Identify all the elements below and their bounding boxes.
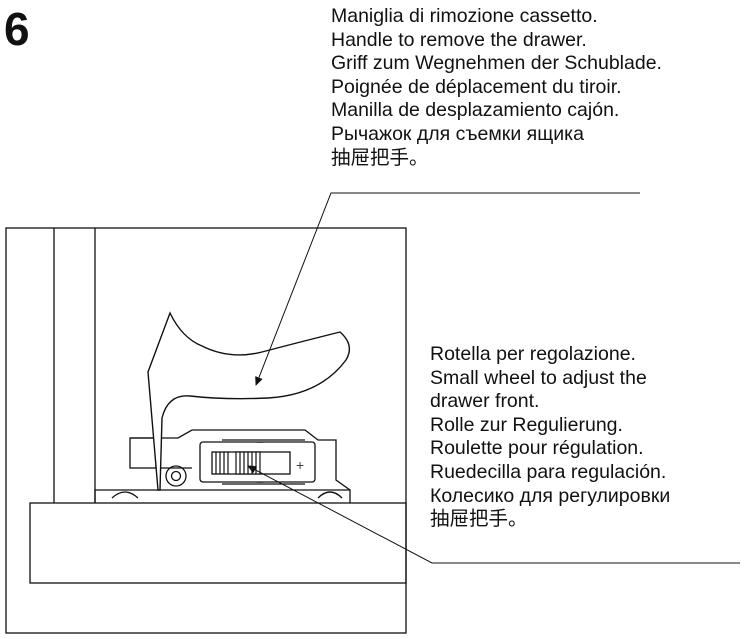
wheel-caption-en-1: Small wheel to adjust the [430, 366, 647, 389]
housing-tab [129, 437, 157, 469]
minus-mark-top: − [256, 434, 264, 450]
runner-rail [94, 489, 351, 503]
wheel-caption-en-2: drawer front. [430, 390, 540, 413]
pivot-outer [165, 465, 187, 487]
handle-caption-fr: Poignée de déplacement du tiroir. [331, 75, 622, 98]
runner-bump-left [111, 491, 139, 499]
wheel-caption-ru: Колесико для регулировки [430, 484, 671, 507]
handle-caption-en: Handle to remove the drawer. [331, 28, 587, 51]
mechanism-housing [130, 429, 351, 491]
handle-caption-zh: 抽屉把手。 [331, 146, 429, 169]
handle-caption-de: Griff zum Wegnehmen der Schublade. [331, 52, 662, 75]
runner-bump-right [317, 491, 343, 499]
handle-caption-es: Manilla de desplazamiento cajón. [331, 99, 620, 122]
wheel-caption-zh: 抽屉把手。 [430, 508, 528, 531]
handle-caption-it: Maniglia di rimozione cassetto. [331, 5, 598, 27]
handle-leader-line [255, 192, 640, 386]
wheel-caption-fr: Roulette pour régulation. [430, 437, 644, 460]
handle-caption-ru: Рычажок для съемки ящика [331, 122, 584, 145]
wheel-caption-it: Rotella per regolazione. [430, 343, 636, 365]
drawer-front [29, 502, 407, 584]
wheel-leader-line [247, 465, 740, 564]
adjust-wheel [215, 451, 261, 475]
minus-mark-bottom: − [256, 474, 264, 490]
wheel-caption-de: Rolle zur Regulierung. [430, 413, 623, 436]
step-number: 6 [4, 3, 30, 55]
cabinet-outline [5, 227, 407, 634]
handle-callout-text: Maniglia di rimozione cassetto. Handle t… [331, 5, 662, 170]
wheel-callout-text: Rotella per regolazione. Small wheel to … [430, 343, 670, 532]
plus-mark: + [296, 457, 304, 473]
pivot-inner [170, 470, 182, 482]
wheel-caption-es: Ruedecilla para regulación. [430, 460, 667, 483]
wheel-window [199, 441, 316, 483]
release-lever-handle [147, 311, 351, 491]
